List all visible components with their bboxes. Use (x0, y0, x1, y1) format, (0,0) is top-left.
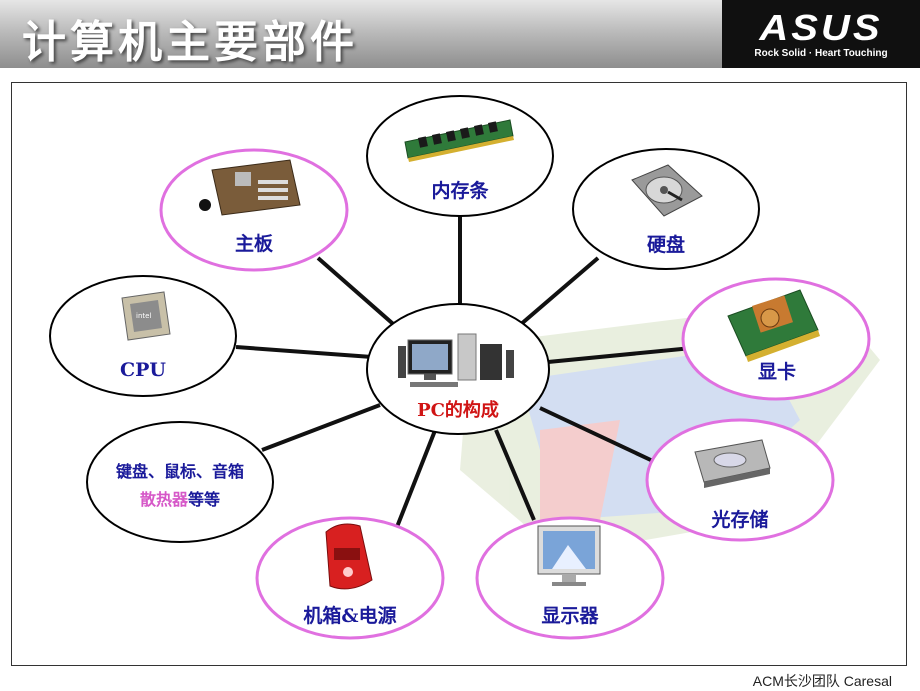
pc-case-icon (325, 523, 373, 590)
monitor-label: 显示器 (541, 605, 599, 627)
cpu-chip-icon: intel (121, 291, 171, 341)
logo-wordmark: ASUS (759, 8, 883, 48)
case-psu-label: 机箱&电源 (303, 605, 397, 627)
svg-text:intel: intel (136, 312, 151, 320)
peripherals-ellipse (86, 421, 274, 543)
peripherals-line2: 散热器等等 (90, 486, 270, 514)
connector-optical (539, 406, 656, 464)
peripherals-line1: 键盘、鼠标、音箱 (115, 462, 244, 481)
footer-credit: ACM长沙团队 Caresal (752, 673, 892, 689)
mainboard-label: 主板 (234, 233, 273, 255)
node-ellipses (49, 95, 871, 640)
connector-peripherals (261, 403, 381, 452)
mainboard-icon (199, 159, 301, 216)
connector-harddisk (518, 256, 600, 327)
optical-label: 光存储 (711, 509, 769, 531)
slide-title: 计算机主要部件 (22, 17, 358, 68)
memory-stick-icon (404, 119, 514, 162)
logo-tagline: Rock Solid · Heart Touching (754, 48, 888, 59)
etc-text: 等等 (188, 490, 221, 509)
memory-label: 内存条 (431, 180, 489, 202)
center-label: PC的构成 (417, 400, 499, 421)
connector-mainboard (316, 256, 402, 332)
connector-monitor (494, 429, 536, 521)
gpu-label: 显卡 (757, 361, 796, 383)
asus-logo: ASUS Rock Solid · Heart Touching (722, 0, 920, 68)
pc-set-icon (398, 333, 514, 387)
connector-cpu (235, 345, 373, 359)
title-bar: 计算机主要部件 ASUS Rock Solid · Heart Touching (0, 0, 920, 68)
content-frame (11, 82, 907, 666)
optical-drive-icon (694, 439, 771, 488)
peripherals-label: 键盘、鼠标、音箱 散热器等等 (90, 458, 270, 514)
cooler-text: 散热器 (139, 490, 188, 509)
harddisk-label: 硬盘 (646, 234, 685, 256)
monitor-icon (537, 525, 601, 586)
connector-gpu (547, 346, 693, 364)
cpu-label: CPU (120, 359, 166, 381)
harddisk-icon (631, 164, 703, 217)
graphics-card-icon (727, 289, 820, 362)
connector-lines (235, 215, 693, 533)
connector-case (393, 427, 438, 533)
